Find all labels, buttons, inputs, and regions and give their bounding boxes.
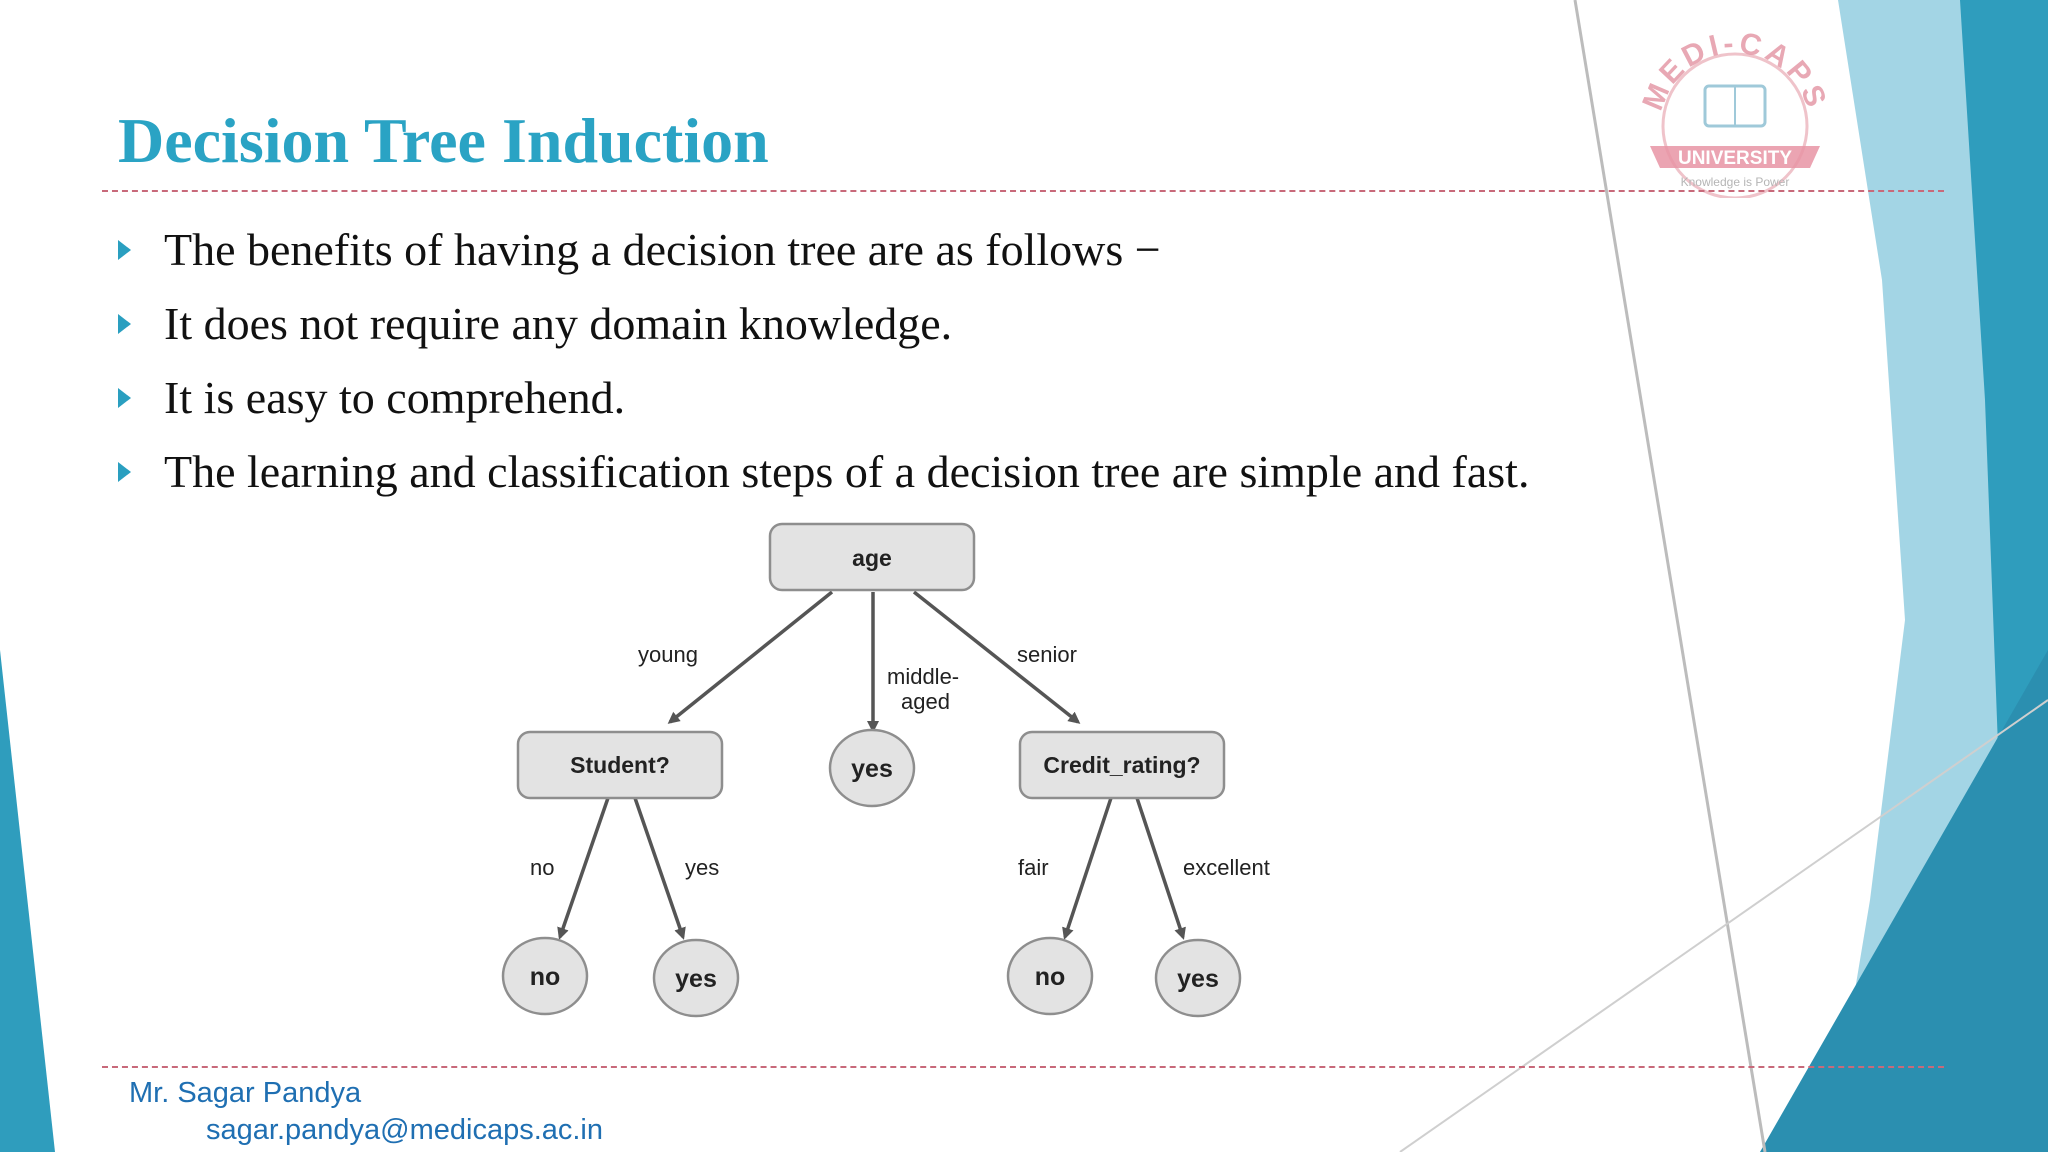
triangle-bullet-icon	[118, 388, 131, 408]
node-student	[516, 730, 724, 800]
leaf-no-credit-label: no	[1035, 963, 1066, 991]
bullet-text: The benefits of having a decision tree a…	[164, 223, 1161, 275]
bullet-text: The learning and classification steps of…	[164, 445, 1530, 497]
leaf-yes-middle-label: yes	[851, 755, 893, 783]
node-leaf-no-student	[501, 936, 589, 1016]
node-leaf-yes-student	[652, 938, 740, 1018]
node-leaf-yes-middle	[828, 728, 916, 808]
node-student-label: Student?	[570, 752, 670, 778]
triangle-bullet-icon	[118, 314, 131, 334]
edge-label-young: young	[638, 642, 698, 667]
leaf-yes-credit-label: yes	[1177, 965, 1219, 993]
footer-divider	[102, 1066, 1944, 1068]
edge-label-senior: senior	[1017, 642, 1077, 667]
edge-senior	[912, 590, 1081, 724]
diagonal-line-1	[1573, 0, 1767, 1152]
triangle-bullet-icon	[118, 240, 131, 260]
node-leaf-yes-credit	[1154, 938, 1242, 1018]
bullet-item: The benefits of having a decision tree a…	[118, 212, 1529, 286]
edge-label-yes: yes	[685, 855, 719, 880]
logo-tagline: Knowledge is Power	[1681, 175, 1790, 189]
diagonal-line-2	[1399, 699, 2048, 1152]
slide-title: Decision Tree Induction	[118, 105, 769, 176]
bullet-item: It is easy to comprehend.	[118, 360, 1529, 434]
author-name: Mr. Sagar Pandya	[129, 1077, 362, 1109]
edge-young	[667, 590, 834, 724]
node-credit-rating	[1018, 730, 1226, 800]
bullet-list: The benefits of having a decision tree a…	[118, 212, 1529, 508]
edge-label-no: no	[530, 855, 554, 880]
edge-student-no	[557, 797, 610, 940]
bullet-text: It is easy to comprehend.	[164, 371, 626, 423]
author-email: sagar.pandya@medicaps.ac.in	[206, 1114, 604, 1146]
leaf-yes-student-label: yes	[675, 965, 717, 993]
node-leaf-no-credit	[1006, 936, 1094, 1016]
edge-student-yes	[633, 797, 686, 940]
edge-label-middle-1: middle-	[887, 664, 959, 689]
bottom-right-triangle	[1760, 650, 2048, 1152]
edge-credit-fair	[1062, 797, 1113, 940]
node-age-label: age	[852, 545, 892, 571]
bullet-item: It does not require any domain knowledge…	[118, 286, 1529, 360]
title-divider	[102, 190, 1944, 192]
decision-tree-diagram: young middle- aged senior no yes fair ex…	[501, 522, 1270, 1018]
bottom-left-triangle	[0, 650, 55, 1152]
leaf-no-student-label: no	[530, 963, 561, 991]
edge-label-middle-2: aged	[901, 689, 950, 714]
edge-label-fair: fair	[1018, 855, 1049, 880]
logo-banner	[1650, 146, 1820, 168]
node-credit-label: Credit_rating?	[1043, 752, 1200, 778]
node-age	[768, 522, 976, 592]
triangle-bullet-icon	[118, 462, 131, 482]
logo-banner-text: UNIVERSITY	[1678, 148, 1792, 169]
bullet-item: The learning and classification steps of…	[118, 434, 1529, 508]
university-logo: MEDI-CAPS UNIVERSITY Knowledge is Power	[1636, 28, 1830, 198]
edge-credit-excellent	[1135, 797, 1186, 940]
edge-label-excellent: excellent	[1183, 855, 1270, 880]
bullet-text: It does not require any domain knowledge…	[164, 297, 953, 349]
